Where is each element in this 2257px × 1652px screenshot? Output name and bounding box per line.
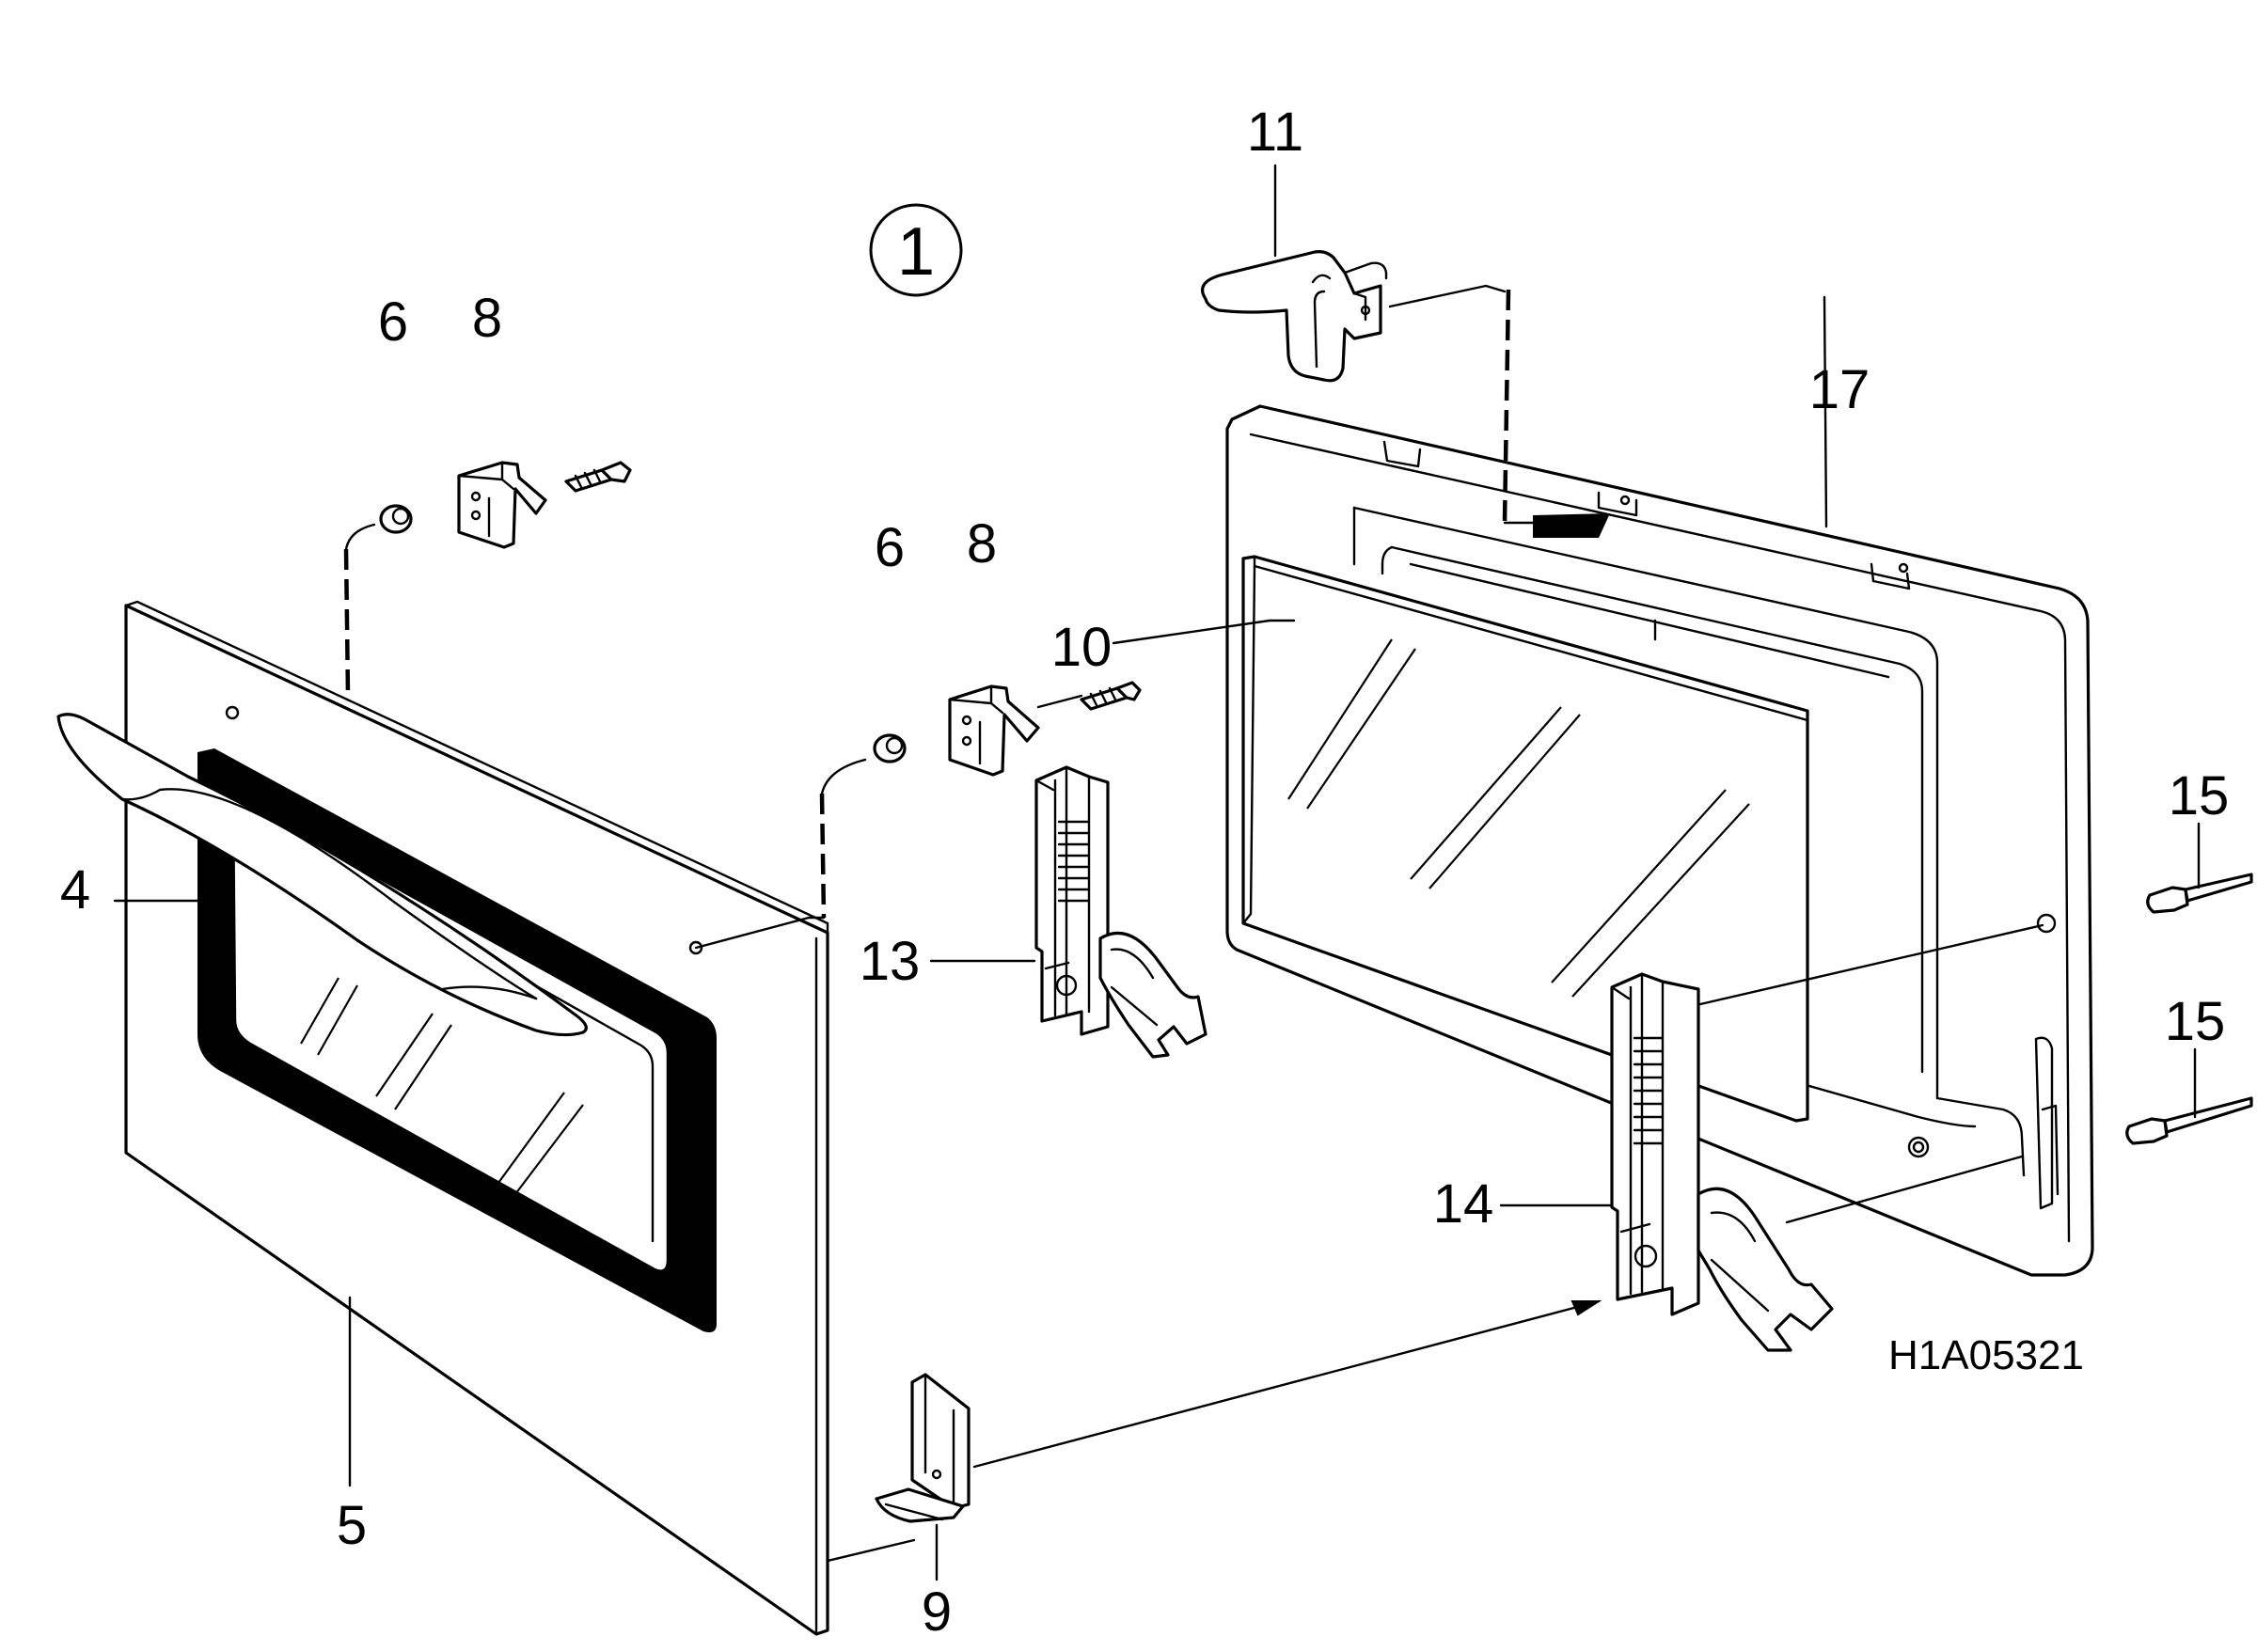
hinge-13 [1034,765,1207,1059]
callout-9: 9 [922,1581,952,1643]
hinge-14 [1610,972,1834,1352]
screw-15-lower [2125,1096,2253,1145]
spacer-bracket-set-upper [343,461,632,697]
callout-15-lower: 15 [2165,991,2226,1052]
callout-11: 11 [1247,102,1303,163]
spacer-bracket-set-lower [694,681,1142,950]
callout-13: 13 [860,931,921,992]
door-handle-4 [56,713,588,1037]
callout-15-upper: 15 [2169,765,2230,826]
callout-17: 17 [1809,359,1870,420]
callout-6-upper: 6 [378,291,408,353]
callout-14: 14 [1433,1173,1494,1235]
glass-pane-10 [1241,555,1809,1123]
callout-6-lower: 6 [875,517,905,578]
callout-8-upper: 8 [472,288,502,349]
outer-door-panel-5 [124,600,829,1636]
callout-8-lower: 8 [967,513,997,574]
drawing-code: H1A05321 [1888,1332,2084,1378]
figure-number: 1 [897,214,935,290]
callout-10: 10 [1051,617,1113,678]
figure-number-badge: 1 [869,203,963,297]
callout-labels: 11 17 6 8 6 8 10 4 13 15 15 14 5 9 H1A05… [60,102,2229,1643]
leader-lines [113,164,2201,1581]
callout-5: 5 [337,1495,367,1556]
hinge-cover-11 [1201,250,1610,538]
screw-15-upper [2146,873,2253,914]
callout-4: 4 [60,859,90,920]
clip-9 [875,1373,971,1523]
